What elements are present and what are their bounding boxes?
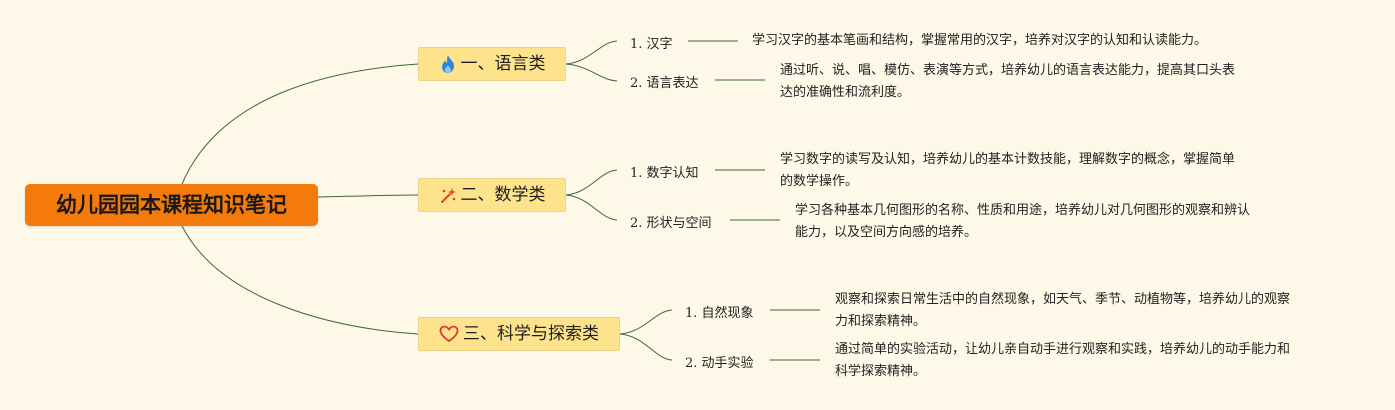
subtopic-hands-on-experiment[interactable]: 2. 动手实验	[685, 356, 754, 371]
magic-wand-icon	[439, 186, 457, 204]
description-hanzi: 学习汉字的基本笔画和结构，掌握常用的汉字，培养对汉字的认知和认读能力。	[752, 30, 1207, 52]
description-line: 的数学操作。	[780, 174, 859, 189]
description-shape-space: 学习各种基本几何图形的名称、性质和用途，培养幼儿对几何图形的观察和辨认 能力，以…	[795, 200, 1250, 244]
branch-2-fork-top	[565, 169, 618, 196]
description-line: 学习汉字的基本笔画和结构，掌握常用的汉字，培养对汉字的认知和认读能力。	[752, 33, 1208, 48]
description-language-expression: 通过听、说、唱、模仿、表演等方式，培养幼儿的语言表达能力，提高其口头表 达的准确…	[780, 60, 1235, 104]
description-line: 学习各种基本几何图形的名称、性质和用途，培养幼儿对几何图形的观察和辨认	[795, 203, 1251, 218]
description-line: 通过听、说、唱、模仿、表演等方式，培养幼儿的语言表达能力，提高其口头表	[780, 63, 1236, 78]
description-line: 观察和探索日常生活中的自然现象，如天气、季节、动植物等，培养幼儿的观察	[835, 292, 1291, 307]
description-line: 力和探索精神。	[835, 314, 927, 329]
root-to-branch-2-link	[317, 194, 419, 198]
branch-2-fork-bottom	[565, 194, 618, 221]
description-line: 学习数字的读写及认知，培养幼儿的基本计数技能，理解数字的概念，掌握简单	[780, 152, 1236, 167]
root-to-branch-3-link	[181, 225, 419, 335]
description-line: 达的准确性和流利度。	[780, 85, 911, 100]
description-natural-phenomena: 观察和探索日常生活中的自然现象，如天气、季节、动植物等，培养幼儿的观察 力和探索…	[835, 289, 1290, 333]
fire-icon	[439, 54, 457, 74]
description-line: 科学探索精神。	[835, 364, 927, 379]
branch-language[interactable]: 一、语言类	[418, 47, 566, 81]
heart-icon	[439, 325, 459, 343]
branch-3-fork-top	[619, 309, 673, 335]
root-topic[interactable]: 幼儿园园本课程知识笔记	[25, 184, 318, 226]
description-line: 能力，以及空间方向感的培养。	[795, 225, 978, 240]
subtopic-number-cognition[interactable]: 1. 数字认知	[630, 166, 699, 181]
subtopic-natural-phenomena[interactable]: 1. 自然现象	[685, 306, 754, 321]
branch-1-fork-bottom	[565, 63, 618, 82]
subtopic-shape-space[interactable]: 2. 形状与空间	[630, 216, 712, 231]
description-line: 通过简单的实验活动，让幼儿亲自动手进行观察和实践，培养幼儿的动手能力和	[835, 342, 1291, 357]
subtopic-hanzi[interactable]: 1. 汉字	[630, 37, 673, 52]
branch-science[interactable]: 三、科学与探索类	[418, 317, 620, 351]
branch-1-fork-top	[565, 40, 618, 65]
description-number-cognition: 学习数字的读写及认知，培养幼儿的基本计数技能，理解数字的概念，掌握简单 的数学操…	[780, 149, 1235, 193]
branch-math[interactable]: 二、数学类	[418, 178, 566, 212]
root-to-branch-1-link	[181, 63, 419, 185]
subtopic-language-expression[interactable]: 2. 语言表达	[630, 76, 699, 91]
branch-label: 一、语言类	[460, 54, 546, 74]
branch-3-fork-bottom	[619, 333, 673, 361]
branch-label: 二、数学类	[460, 185, 546, 205]
branch-label: 三、科学与探索类	[463, 324, 599, 344]
description-hands-on-experiment: 通过简单的实验活动，让幼儿亲自动手进行观察和实践，培养幼儿的动手能力和 科学探索…	[835, 339, 1290, 383]
